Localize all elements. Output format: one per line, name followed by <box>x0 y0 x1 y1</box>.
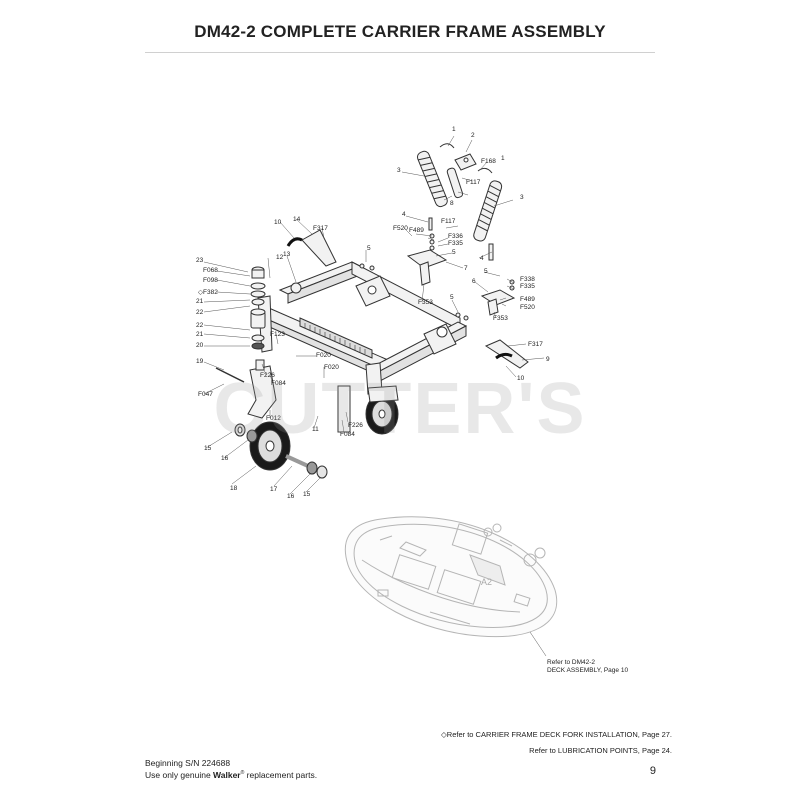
callout: 20 <box>196 342 204 349</box>
callout: 14 <box>293 216 301 223</box>
callout: 8 <box>450 200 454 207</box>
callout: 3 <box>520 194 524 201</box>
rear-caster-stack <box>215 266 351 433</box>
callout: F338 <box>520 276 535 283</box>
callout: F226 <box>260 372 275 379</box>
callout: 21 <box>196 331 204 338</box>
callout: F068 <box>203 267 218 274</box>
callout: 18 <box>230 485 238 492</box>
callout: F336 <box>448 233 463 240</box>
deck-reference-line2: DECK ASSEMBLY, Page 10 <box>547 667 629 674</box>
callout: F489 <box>409 227 424 234</box>
callout: 22 <box>196 309 204 316</box>
callout: F353 <box>493 315 508 322</box>
serial-number: Beginning S/N 224688 <box>145 758 231 768</box>
lubrication-footnote: Refer to LUBRICATION POINTS, Page 24. <box>529 746 672 755</box>
watermark: CUTTER'S <box>213 369 587 449</box>
genuine-suffix: replacement parts. <box>244 769 318 780</box>
callout: 7 <box>464 265 468 272</box>
callout: 2 <box>471 132 475 139</box>
brand-name: Walker <box>213 769 241 780</box>
callout: 4 <box>480 255 484 262</box>
callout: F168 <box>481 158 496 165</box>
callout: F520 <box>393 225 408 232</box>
callout: F335 <box>448 240 463 247</box>
callout: 15 <box>303 491 311 498</box>
page-number: 9 <box>649 765 656 777</box>
callout: 1 <box>452 126 456 133</box>
registered-mark: ® <box>240 770 245 776</box>
callout: F520 <box>520 304 535 311</box>
callout: F117 <box>441 218 456 225</box>
callout: 23 <box>196 257 204 264</box>
callout: 16 <box>287 493 295 500</box>
rear-wheel-assembly <box>234 421 328 479</box>
page-footer: Beginning S/N 224688 Use only genuine Wa… <box>145 758 317 780</box>
callout-labels: 1 2 3 F168 1 3 8 F117 F117 4 F520 F489 F… <box>196 126 550 500</box>
callout: 19 <box>196 358 204 365</box>
title-divider <box>145 52 655 53</box>
svg-text:A2: A2 <box>481 577 492 587</box>
callout: 3 <box>397 167 401 174</box>
callout: 15 <box>204 445 212 452</box>
callout: F098 <box>203 277 218 284</box>
mower-deck-illustration: A2 <box>344 516 558 638</box>
callout: 5 <box>367 245 371 252</box>
callout: 4 <box>402 211 406 218</box>
genuine-parts-note: Use only genuine Walker® replacement par… <box>145 768 317 780</box>
carrier-frame <box>254 261 468 395</box>
callout: 17 <box>270 486 278 493</box>
callout: F489 <box>520 296 535 303</box>
callout: F226 <box>348 422 363 429</box>
callout: 12 <box>276 254 284 261</box>
callout: F012 <box>266 415 281 422</box>
callout-leaders <box>203 135 547 657</box>
handle-grips <box>286 237 513 360</box>
callout: 10 <box>274 219 282 226</box>
callout: F335 <box>520 283 535 290</box>
callout: 9 <box>546 356 550 363</box>
deck-reference-line1: Refer to DM42-2 <box>547 659 596 666</box>
callout: 11 <box>312 426 319 433</box>
lift-springs <box>416 143 503 261</box>
callout: 22 <box>196 322 204 329</box>
callout: F317 <box>528 341 543 348</box>
rail-slots <box>304 323 366 354</box>
callout: F353 <box>418 299 433 306</box>
callout: F047 <box>198 391 213 398</box>
callout: 16 <box>221 455 229 462</box>
callout: F084 <box>271 380 286 387</box>
front-wheel-assembly <box>365 385 399 435</box>
callout: ◇F382 <box>198 289 218 296</box>
callout: F020 <box>316 352 331 359</box>
callout: F317 <box>313 225 328 232</box>
deck-fork-footnote: ◇Refer to CARRIER FRAME DECK FORK INSTAL… <box>441 730 672 739</box>
deck-assembly-reference: Refer to DM42-2 DECK ASSEMBLY, Page 10 <box>547 659 628 675</box>
callout: 1 <box>501 155 505 162</box>
callout: F117 <box>466 179 481 186</box>
callout: 5 <box>452 249 456 256</box>
callout: F020 <box>324 364 339 371</box>
genuine-prefix: Use only genuine <box>145 769 214 780</box>
callout: F084 <box>340 431 355 438</box>
callout: 5 <box>484 268 488 275</box>
callout: F123 <box>270 331 285 338</box>
callout: 5 <box>450 294 454 301</box>
callout: 13 <box>283 251 291 258</box>
callout: 21 <box>196 298 204 305</box>
callout: 10 <box>517 375 525 382</box>
page-title: DM42-2 COMPLETE CARRIER FRAME ASSEMBLY <box>194 22 606 41</box>
callout: 6 <box>472 278 476 285</box>
